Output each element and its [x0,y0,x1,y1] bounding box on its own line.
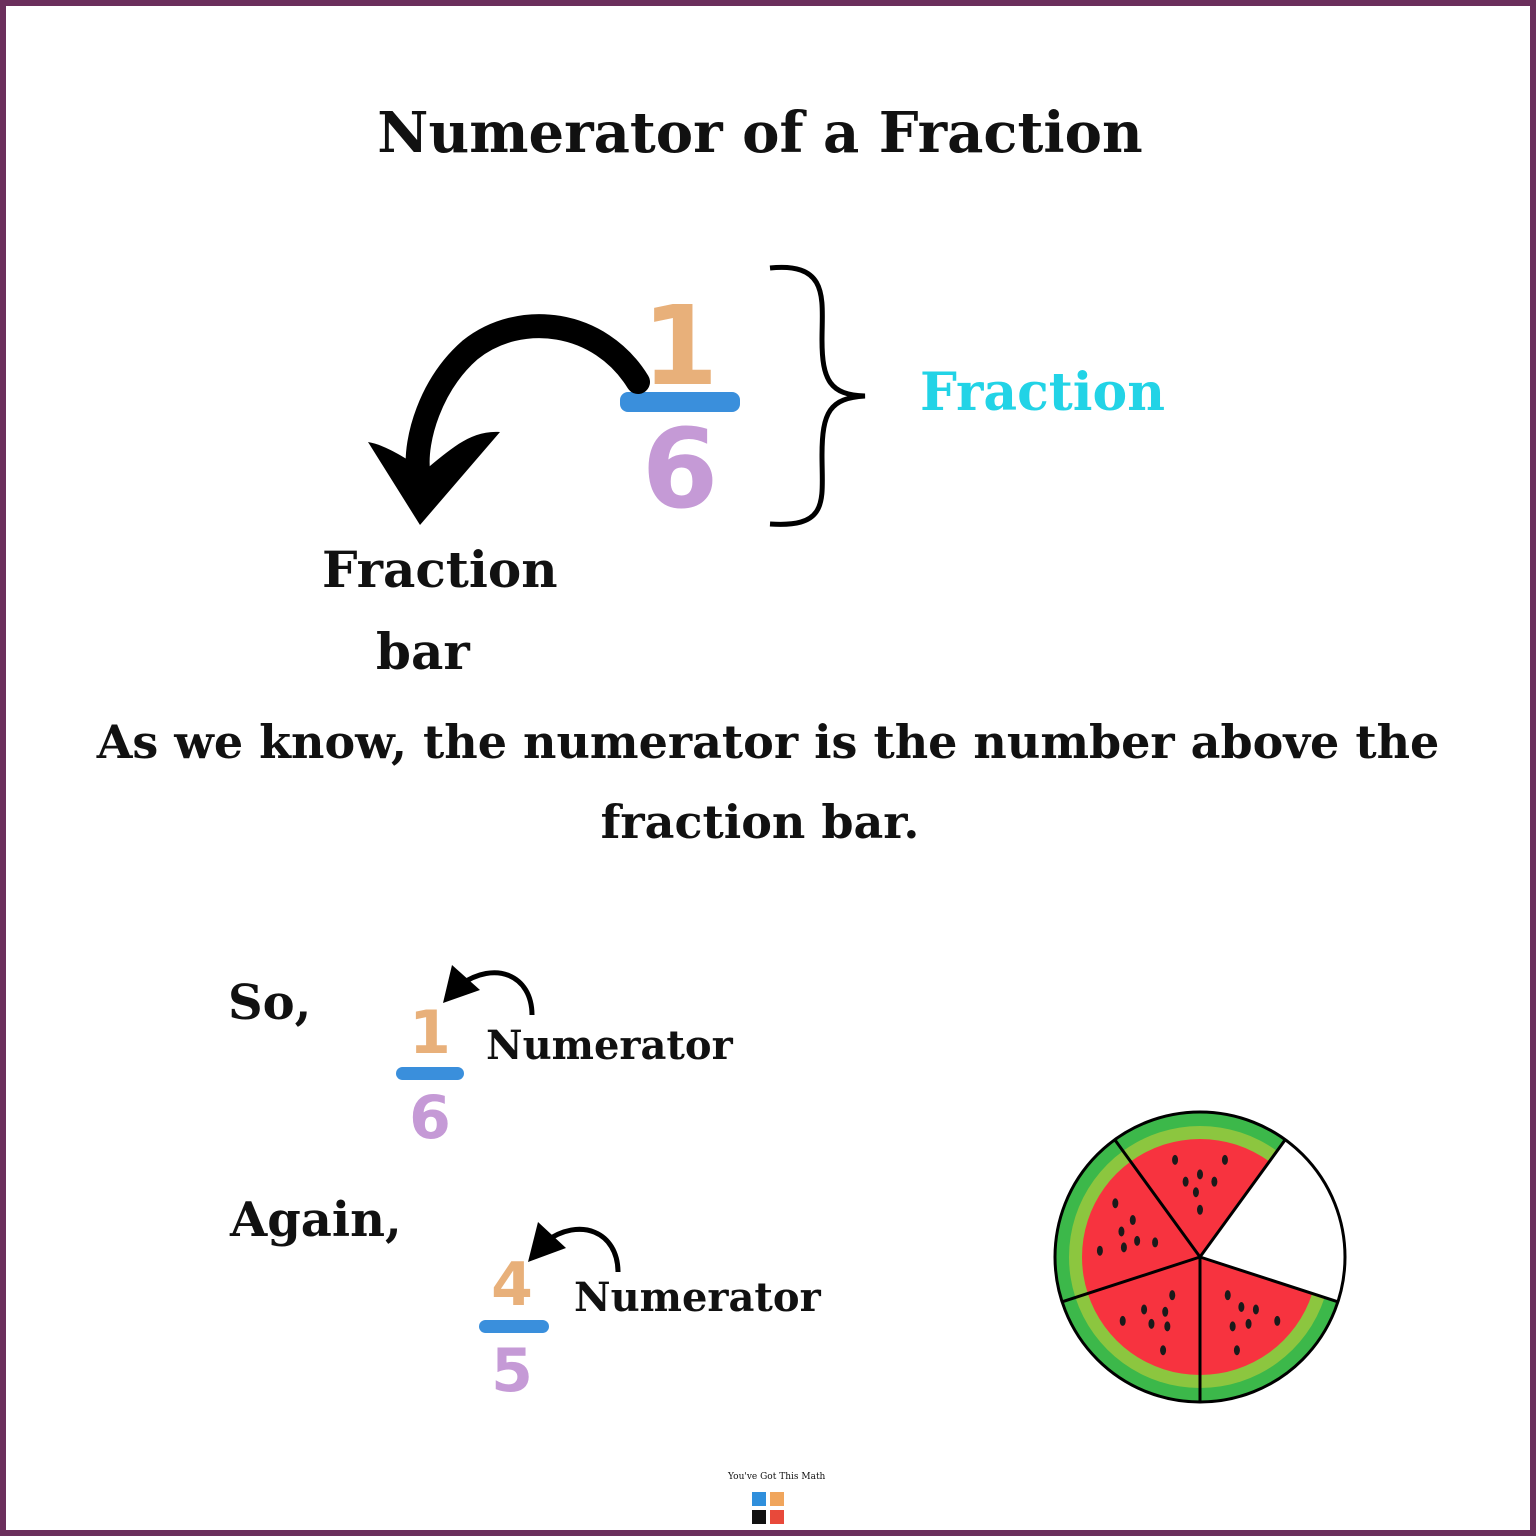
watermelon-slice-flesh [1200,1257,1313,1375]
fraction-label: Fraction [920,362,1166,423]
watermelon-slice-flesh [1082,1161,1200,1294]
explanation-line1: As we know, the numerator is the number … [96,715,1440,769]
watermelon-seed [1197,1204,1203,1215]
main-denominator: 6 [641,405,719,533]
small-arrow-icon-2 [528,1222,621,1273]
watermelon-slice-flesh [1087,1257,1200,1375]
watermelon-seed [1172,1154,1179,1165]
watermelon-seed [1238,1302,1245,1313]
watermelon-pie-icon [1053,1110,1347,1404]
watermelon-seed [1112,1198,1119,1209]
example2-denominator: 5 [491,1336,533,1406]
watermelon-seed [1221,1154,1228,1165]
watermelon-seed [1096,1245,1103,1256]
watermelon-seed [1274,1315,1281,1326]
watermelon-seed [1164,1321,1171,1332]
example1-lead: So, [228,975,312,1031]
watermelon-slice-flesh [1130,1139,1270,1257]
watermelon-seed [1224,1290,1231,1301]
watermelon-seed [1169,1290,1176,1301]
example1-fraction-bar [396,1067,464,1080]
watermelon-seed [1148,1318,1155,1329]
curly-brace-icon [769,264,866,527]
logo-text: You've Got This Math [728,1472,826,1482]
watermelon-seed [1162,1306,1169,1317]
slice-divider [1113,1138,1202,1258]
example2-numerator-label: Numerator [574,1274,821,1321]
watermelon-seed [1141,1304,1148,1315]
main-numerator: 1 [641,282,719,410]
main-fraction-bar [620,392,740,412]
watermelon-seed [1118,1226,1125,1237]
explanation-line2: fraction bar. [600,795,920,849]
watermelon-seed [1211,1176,1218,1187]
watermelon-seed [1134,1235,1141,1246]
watermelon-empty-slice [1200,1139,1345,1302]
slice-divider [1198,1138,1287,1258]
watermelon-seed [1233,1345,1240,1356]
fraction-bar-label-line2: bar [376,622,470,681]
logo-icon [752,1492,784,1524]
watermelon-seed [1160,1345,1167,1356]
fraction-bar-label-line1: Fraction [322,540,558,599]
example2-fraction-bar [479,1320,549,1333]
watermelon-outline [1053,1110,1347,1404]
watermelon-seed [1229,1321,1236,1332]
slice-divider [1199,1255,1339,1304]
watermelon-seed [1252,1304,1259,1315]
watermelon-seed [1182,1176,1189,1187]
example1-denominator: 6 [409,1083,451,1153]
page-title: Numerator of a Fraction [377,100,1143,166]
watermelon-seed [1152,1237,1159,1248]
small-arrow-icon-1 [443,965,535,1016]
slice-divider [1061,1255,1201,1304]
curved-arrow-icon [368,314,650,525]
example2-numerator: 4 [491,1250,533,1320]
example1-numerator-label: Numerator [486,1022,733,1069]
watermelon-seed [1245,1318,1252,1329]
example2-lead: Again, [230,1192,402,1248]
watermelon-seed [1120,1242,1127,1253]
watermelon-seed [1197,1169,1203,1180]
watermelon-seed [1119,1315,1126,1326]
watermelon-seed [1129,1215,1136,1226]
watermelon-seed [1192,1187,1199,1198]
example1-numerator: 1 [409,998,451,1068]
